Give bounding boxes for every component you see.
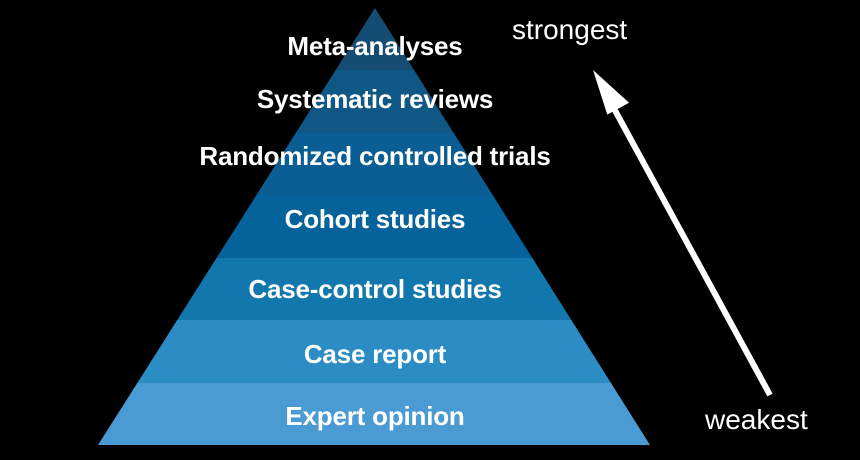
annotation-strongest: strongest bbox=[512, 14, 628, 45]
strength-arrow-icon bbox=[593, 70, 773, 397]
pyramid-bands bbox=[98, 8, 650, 445]
annotation-weakest: weakest bbox=[705, 404, 808, 435]
pyramid-band-randomized-controlled-trials bbox=[98, 133, 650, 196]
pyramid-band-case-control-studies bbox=[98, 258, 650, 321]
arrow-head bbox=[593, 70, 630, 115]
pyramid-band-systematic-reviews bbox=[98, 70, 650, 134]
pyramid-band-meta-analyses bbox=[98, 8, 650, 71]
arrow-shaft bbox=[607, 100, 773, 397]
pyramid-band-case-report bbox=[98, 320, 650, 384]
pyramid-band-expert-opinion bbox=[98, 383, 650, 445]
pyramid-band-cohort-studies bbox=[98, 195, 650, 259]
